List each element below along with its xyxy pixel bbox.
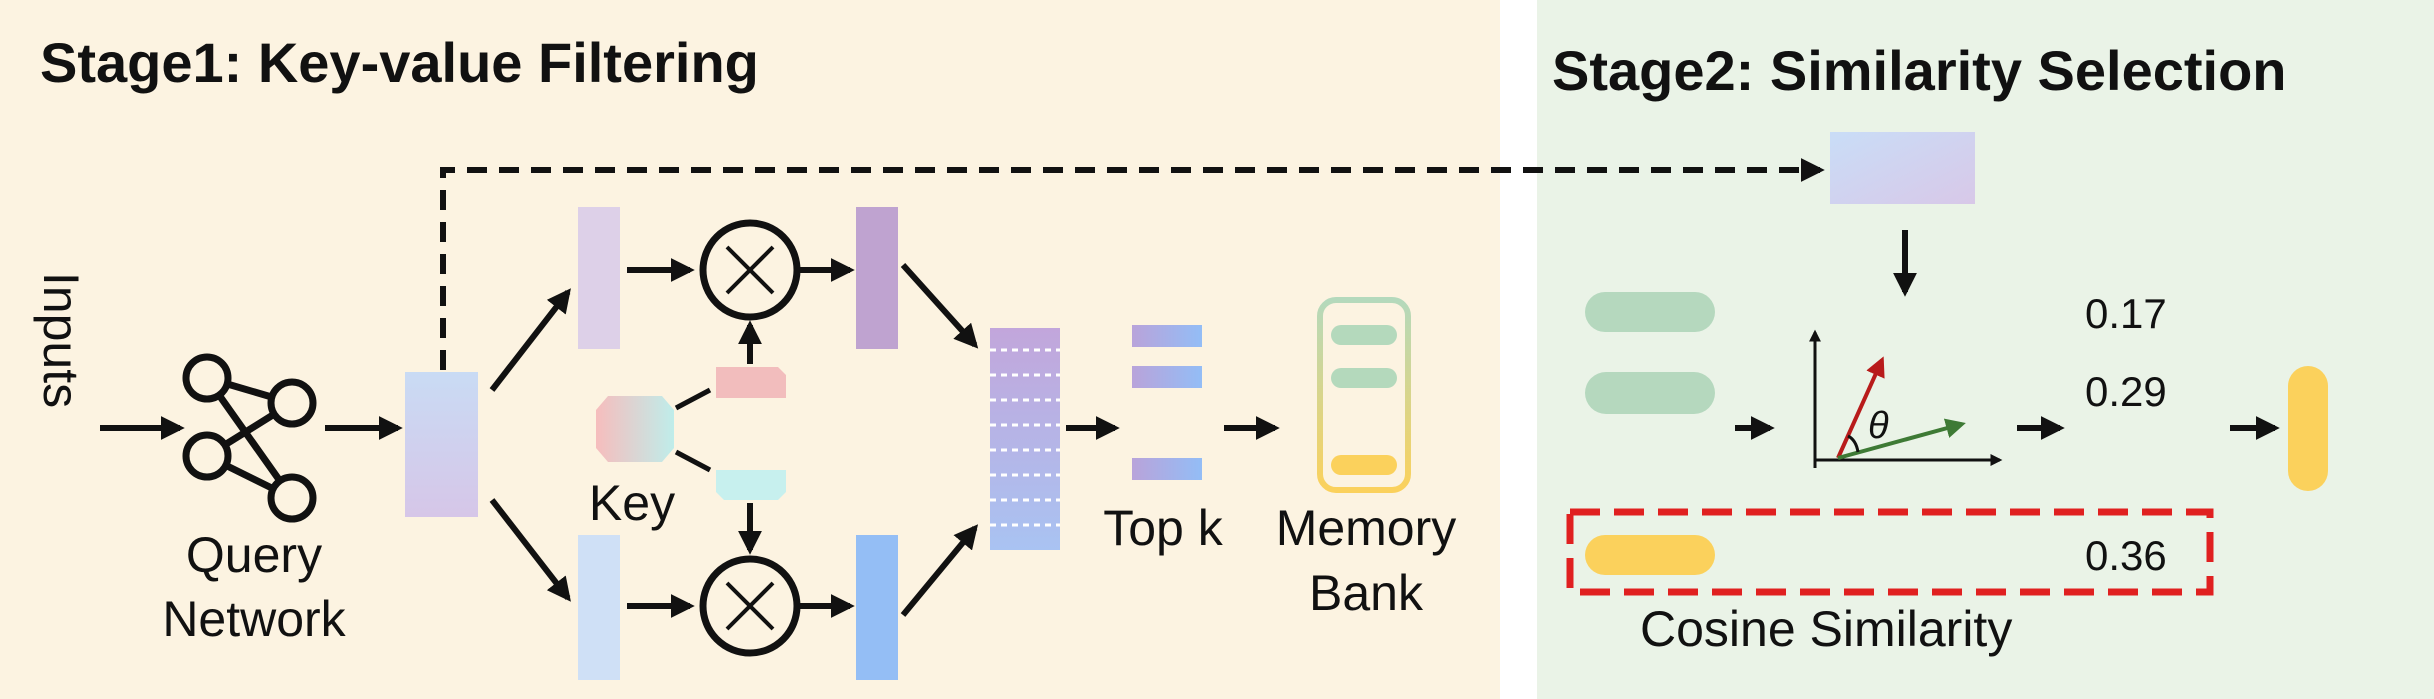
arrow-purple-to-concat — [900, 262, 979, 349]
selected-candidate-box — [1566, 508, 2214, 596]
key-part-upper — [716, 367, 786, 398]
memory-bank-label-2: Bank — [1309, 565, 1424, 621]
cosine-similarity-label: Cosine Similarity — [1640, 601, 2012, 657]
query-split-lower — [578, 535, 620, 680]
key-embedding — [596, 396, 674, 462]
red-vector — [1836, 356, 1885, 459]
dashed-query-to-stage2 — [440, 158, 1825, 370]
candidate-item-1 — [1585, 292, 1715, 332]
arrow-blue-to-concat — [900, 524, 979, 617]
multiply-icon — [699, 555, 801, 657]
top-k-items — [1132, 325, 1202, 480]
candidate-item-2 — [1585, 372, 1715, 414]
key-line-lower — [674, 449, 712, 473]
key-line-upper — [674, 387, 712, 411]
multiply-icon — [699, 219, 801, 321]
query-embedding-stage2 — [1830, 132, 1975, 204]
stage1-title: Stage1: Key-value Filtering — [40, 31, 759, 94]
query-network-label-1: Query — [186, 527, 322, 583]
key-part-lower — [716, 470, 786, 500]
topk-label: Top k — [1103, 500, 1224, 556]
blue-value-bar — [856, 535, 898, 680]
purple-value-bar — [856, 207, 898, 349]
concatenated-values — [990, 328, 1060, 550]
query-embedding — [405, 372, 478, 517]
selected-memory-item — [2288, 366, 2328, 491]
cosine-similarity-axes — [1809, 329, 2003, 468]
stage2-title: Stage2: Similarity Selection — [1552, 39, 2286, 102]
stage2-panel — [1537, 0, 2434, 699]
neural-network-icon — [182, 353, 317, 523]
score-1: 0.17 — [2085, 290, 2167, 337]
query-split-upper — [578, 207, 620, 349]
arrow-query-lower — [489, 498, 571, 602]
key-label: Key — [589, 475, 675, 531]
score-3: 0.36 — [2085, 532, 2167, 579]
memory-bank-label-1: Memory — [1276, 500, 1457, 556]
green-vector — [1837, 418, 1966, 460]
arrow-query-upper — [489, 288, 571, 392]
candidate-item-3 — [1585, 535, 1715, 575]
query-network-label-2: Network — [162, 591, 346, 647]
inputs-label: Inputs — [33, 272, 89, 408]
score-2: 0.29 — [2085, 368, 2167, 415]
memory-bank-icon — [1317, 297, 1411, 493]
theta-label: θ — [1868, 405, 1889, 447]
